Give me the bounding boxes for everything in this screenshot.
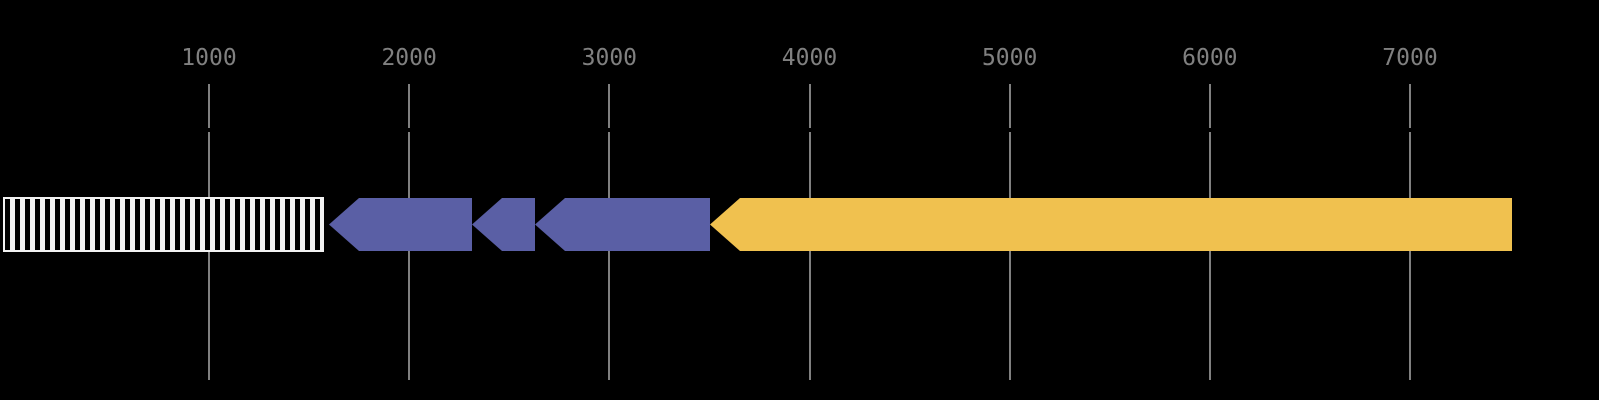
tick-line bbox=[208, 132, 210, 198]
feature-feature-hatched-1[interactable] bbox=[3, 197, 324, 252]
axis-tick-label: 1000 bbox=[181, 45, 237, 71]
feature-track bbox=[0, 197, 1599, 253]
tick-line bbox=[1008, 132, 1011, 198]
axis-tick-label: 3000 bbox=[581, 45, 638, 71]
axis-tick-label: 4000 bbox=[781, 45, 838, 71]
arrow-icon bbox=[710, 198, 1512, 251]
tick-line bbox=[1008, 251, 1011, 380]
tick-line bbox=[1409, 251, 1411, 380]
tick-line bbox=[408, 132, 411, 198]
tick-line bbox=[1208, 132, 1211, 198]
tick-line bbox=[1409, 132, 1411, 198]
feature-feature-arrow-3[interactable] bbox=[472, 198, 535, 251]
arrow-icon bbox=[472, 198, 535, 251]
tick-line bbox=[1409, 84, 1411, 128]
feature-feature-arrow-4[interactable] bbox=[535, 198, 710, 251]
arrow-icon bbox=[329, 198, 472, 251]
tick-line bbox=[608, 132, 611, 198]
tick-line bbox=[608, 251, 611, 380]
tick-line bbox=[408, 84, 411, 128]
axis-tick-label: 7000 bbox=[1382, 45, 1438, 71]
axis-tick-label: 5000 bbox=[981, 45, 1038, 71]
tick-line bbox=[1008, 84, 1011, 128]
tick-line bbox=[608, 84, 611, 128]
tick-line bbox=[808, 132, 811, 198]
tick-line bbox=[808, 251, 811, 380]
tick-line bbox=[208, 251, 210, 380]
axis-tick-label: 6000 bbox=[1182, 45, 1238, 71]
axis-tick-label: 2000 bbox=[381, 45, 437, 71]
tick-line bbox=[1208, 251, 1211, 380]
arrow-icon bbox=[535, 198, 710, 251]
feature-feature-arrow-2[interactable] bbox=[329, 198, 472, 251]
feature-feature-arrow-5[interactable] bbox=[710, 198, 1512, 251]
tick-line bbox=[1208, 84, 1211, 128]
tick-line bbox=[808, 84, 811, 128]
tick-line bbox=[208, 84, 210, 128]
tick-line bbox=[408, 251, 411, 380]
